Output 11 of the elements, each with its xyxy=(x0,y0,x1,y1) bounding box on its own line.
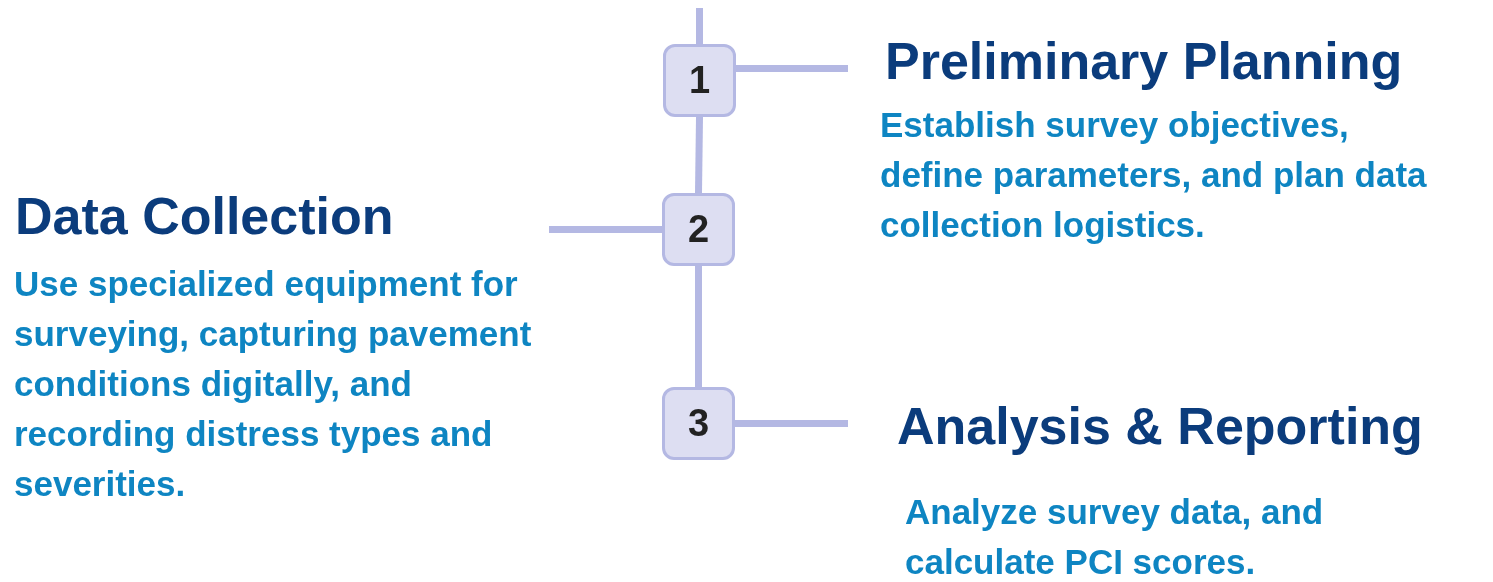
step-heading: Analysis & Reporting xyxy=(896,396,1423,457)
step-number-box: 3 xyxy=(662,387,735,460)
step-heading: Data Collection xyxy=(14,186,394,247)
step-heading: Preliminary Planning xyxy=(884,31,1403,92)
step-number-box: 2 xyxy=(662,193,735,266)
step-number-box: 1 xyxy=(663,44,736,117)
step-description: Establish survey objectives, define parameters, and plan data collection logistics. xyxy=(879,104,1428,246)
connector-line xyxy=(695,266,702,387)
step-description: Analyze survey data, and calculate PCI scores. xyxy=(904,491,1325,582)
step-description: Use specialized equipment for surveying, capturing pavement conditions digitally, and recording distress types and severities. xyxy=(13,263,533,505)
connector-line xyxy=(695,116,703,194)
